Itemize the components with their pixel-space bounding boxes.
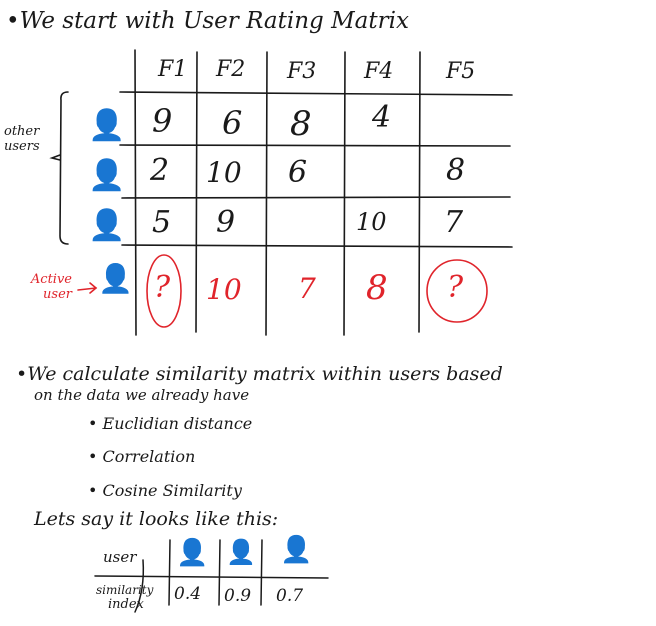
grid-line <box>134 49 137 336</box>
method-correlation: Correlation <box>102 447 196 466</box>
bullet: • <box>88 481 103 500</box>
sim-value-orange: 0.4 <box>174 584 202 604</box>
sim-user-blue-icon: 👤 <box>226 538 256 566</box>
sim-user-label: user <box>103 548 137 566</box>
grid-line <box>418 51 421 333</box>
cell-r3-f2: 9 <box>216 205 236 240</box>
cell-r1-f2: 6 <box>222 104 243 142</box>
sim-brace <box>134 559 145 613</box>
method-cosine: Cosine Similarity <box>102 481 242 500</box>
bullet: • <box>6 8 20 34</box>
cell-active-f5: ? <box>447 270 464 305</box>
col-header-f1: F1 <box>158 57 188 82</box>
grid-line <box>121 244 513 248</box>
bullet: • <box>88 447 103 466</box>
sim-grid-line <box>260 539 263 606</box>
col-header-f2: F2 <box>216 57 246 82</box>
grid-line <box>343 51 346 336</box>
user-orange-icon: 👤 <box>88 108 126 143</box>
method-item: • Euclidian distance <box>88 414 252 433</box>
method-euclidean: Euclidian distance <box>102 414 253 433</box>
active-user-label: Active user <box>30 272 72 302</box>
cell-r2-f2: 10 <box>206 156 242 189</box>
grid-line <box>121 196 511 199</box>
cell-r2-f3: 6 <box>288 155 308 190</box>
cell-r3-f1: 5 <box>152 205 172 240</box>
user-blue-icon: 👤 <box>88 158 126 193</box>
method-item: • Correlation <box>88 447 195 466</box>
cell-r1-f4: 4 <box>372 100 392 135</box>
active-arrow <box>77 287 97 291</box>
sim-value-green: 0.7 <box>276 586 304 606</box>
grid-line <box>265 51 268 336</box>
col-header-f4: F4 <box>364 59 394 84</box>
col-header-f5: F5 <box>446 59 476 84</box>
sim-grid-line <box>168 539 171 606</box>
bullet: • <box>88 414 103 433</box>
grid-line <box>119 144 511 147</box>
method-item: • Cosine Similarity <box>88 481 242 500</box>
bullet-main-text: We calculate similarity matrix within us… <box>27 363 503 385</box>
cell-r2-f1: 2 <box>150 153 170 188</box>
question-circle-f5 <box>426 259 488 323</box>
cell-r3-f4: 10 <box>356 208 387 236</box>
cell-r1-f1: 9 <box>152 102 173 140</box>
user-active-icon: 👤 <box>98 262 133 295</box>
bullet-main-line1: •We calculate similarity matrix within u… <box>16 363 503 385</box>
intro-line: •We start with User Rating Matrix <box>6 8 409 34</box>
other-users-bracket <box>59 91 69 245</box>
sim-grid-line <box>218 539 221 606</box>
cell-r1-f3: 8 <box>290 104 312 144</box>
question-circle-f1 <box>146 254 182 328</box>
sim-grid-line <box>94 575 329 579</box>
user-green-icon: 👤 <box>88 208 126 243</box>
bullet: • <box>16 363 28 385</box>
cell-active-f3: 7 <box>298 272 316 305</box>
cell-r3-f5: 7 <box>444 205 464 240</box>
grid-line <box>195 51 198 333</box>
bracket-tick <box>49 154 61 161</box>
sim-index-label-line1: similarity <box>96 583 154 597</box>
cell-active-f1: ? <box>154 270 171 305</box>
grid-line <box>119 91 513 96</box>
cell-active-f4: 8 <box>366 268 388 308</box>
cell-r2-f5: 8 <box>446 153 466 188</box>
sim-user-green-icon: 👤 <box>280 535 313 565</box>
bullet-main-line2: on the data we already have <box>34 386 250 404</box>
lets-say-text: Lets say it looks like this: <box>34 508 279 530</box>
sim-index-label-line2: index <box>108 597 144 612</box>
cell-active-f2: 10 <box>206 273 242 306</box>
sim-user-orange-icon: 👤 <box>176 538 209 568</box>
sim-value-blue: 0.9 <box>224 586 252 606</box>
other-users-label: other users <box>4 124 40 154</box>
col-header-f3: F3 <box>287 59 317 84</box>
intro-text: We start with User Rating Matrix <box>19 8 409 34</box>
